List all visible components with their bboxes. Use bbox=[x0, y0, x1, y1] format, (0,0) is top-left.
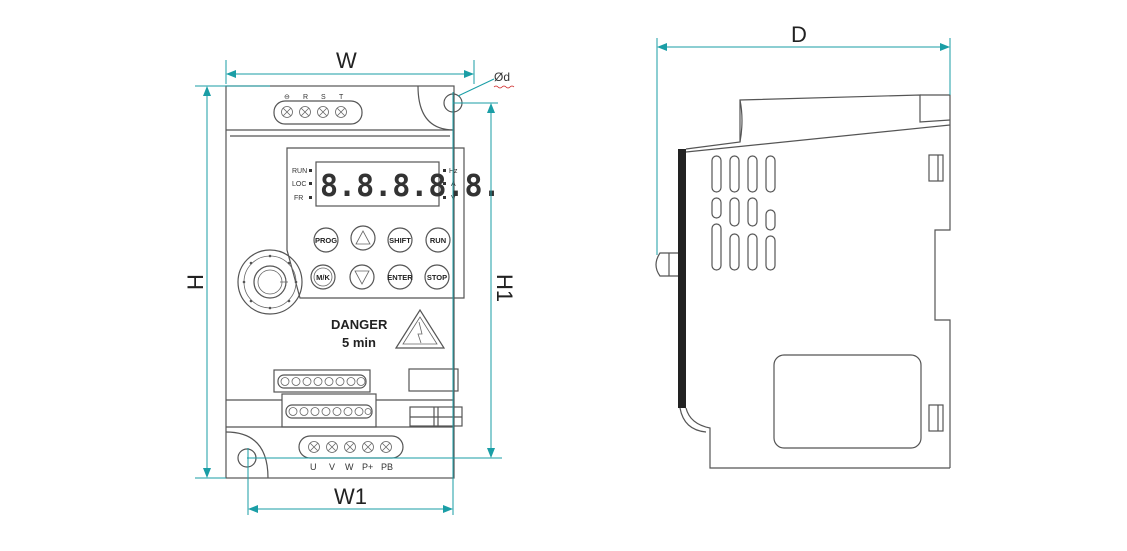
dimension-w-label: W bbox=[336, 48, 357, 73]
mk-key[interactable]: M/K bbox=[310, 264, 336, 290]
dimension-w1-label: W1 bbox=[334, 484, 367, 509]
danger-label: DANGER bbox=[331, 317, 388, 332]
front-panel-edge bbox=[678, 149, 686, 408]
indicator-fr: FR bbox=[294, 195, 303, 202]
front-dimension-lines bbox=[195, 60, 515, 515]
speed-potentiometer-knob[interactable] bbox=[237, 249, 303, 315]
svg-text:M/K: M/K bbox=[316, 273, 330, 282]
dimension-h-label: H bbox=[183, 274, 208, 290]
up-key[interactable] bbox=[350, 225, 376, 251]
output-terminal-label-v: V bbox=[329, 462, 335, 472]
front-view: ⊖ R S T 8.8.8.8.8. RUN LOC FR Hz A V PRO… bbox=[225, 85, 501, 479]
indicator-loc: LOC bbox=[292, 181, 306, 188]
input-terminal-label-r: R bbox=[303, 94, 308, 101]
svg-text:RUN: RUN bbox=[430, 236, 446, 245]
display-window bbox=[315, 161, 440, 207]
output-terminal-label-pb: PB bbox=[381, 462, 393, 472]
input-terminal-screws bbox=[281, 106, 347, 118]
shift-key[interactable]: SHIFT bbox=[387, 227, 413, 253]
comm-port bbox=[408, 368, 459, 392]
output-terminal-label-u: U bbox=[310, 462, 317, 472]
prog-key[interactable]: PROG bbox=[313, 227, 339, 253]
discharge-time-label: 5 min bbox=[342, 335, 376, 350]
dimension-d-label: D bbox=[791, 22, 807, 47]
input-terminal-label-ground: ⊖ bbox=[284, 94, 290, 101]
front-housing bbox=[225, 85, 455, 479]
input-terminal-label-s: S bbox=[321, 94, 326, 101]
dimension-h1-label: H1 bbox=[492, 274, 517, 302]
side-view bbox=[655, 94, 951, 469]
svg-text:PROG: PROG bbox=[315, 236, 337, 245]
input-terminal-label-t: T bbox=[339, 94, 344, 101]
output-terminal-label-p-plus: P+ bbox=[362, 462, 373, 472]
indicator-run: RUN bbox=[292, 168, 307, 175]
led-readout: 8.8.8.8.8. bbox=[320, 169, 501, 204]
vent-slots bbox=[711, 155, 776, 271]
keypad-panel bbox=[286, 147, 465, 299]
output-terminal-screws bbox=[308, 441, 392, 453]
run-key[interactable]: RUN bbox=[425, 227, 451, 253]
svg-text:ENTER: ENTER bbox=[387, 273, 413, 282]
side-dimension-lines bbox=[656, 38, 951, 255]
indicator-hz: Hz bbox=[449, 168, 458, 175]
svg-text:STOP: STOP bbox=[427, 273, 447, 282]
stop-key[interactable]: STOP bbox=[424, 264, 450, 290]
enter-key[interactable]: ENTER bbox=[387, 264, 413, 290]
output-terminal-label-w: W bbox=[345, 462, 354, 472]
control-terminals-lower bbox=[288, 407, 372, 416]
rating-label-plate bbox=[773, 354, 922, 449]
warning-triangle-icon bbox=[394, 308, 446, 349]
control-terminals-upper bbox=[280, 377, 366, 386]
svg-text:SHIFT: SHIFT bbox=[389, 236, 411, 245]
down-key[interactable] bbox=[349, 264, 375, 290]
hole-diameter-label: Ød bbox=[494, 70, 510, 84]
